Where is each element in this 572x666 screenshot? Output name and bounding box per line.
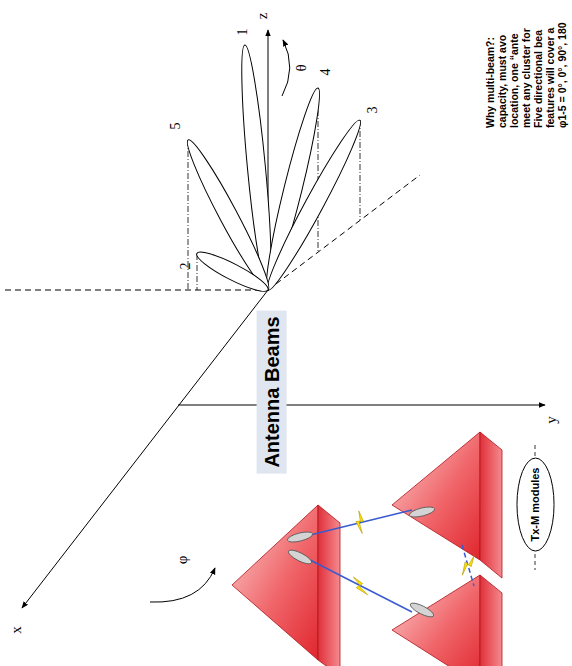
note-text: location, one “ante (508, 33, 520, 128)
axis-name: x (9, 626, 24, 634)
antenna-lobe (287, 548, 314, 567)
module-ellipse: Tx-M modules (515, 457, 554, 552)
note-text: Why multi-beam?: (484, 37, 496, 128)
radio-links (310, 510, 474, 612)
prism-front (232, 505, 318, 660)
projection-lines (197, 254, 198, 290)
beam-number: 1 (236, 29, 250, 36)
note-text: capacity, must avo (496, 35, 508, 128)
antenna-lobes (286, 505, 435, 619)
beam-lobes (180, 44, 367, 297)
axis-name: y (544, 416, 559, 424)
angle-symbol: φ (175, 556, 190, 565)
lightning-bolt (352, 511, 369, 534)
beam-number: 5 (169, 123, 183, 130)
projection-lines (360, 120, 361, 220)
axis-name: y (544, 416, 559, 424)
lightning-bolts (352, 511, 480, 597)
prism-side (480, 432, 502, 578)
antenna-lobe (286, 530, 313, 544)
prism-front (392, 575, 480, 666)
antenna-lobe (409, 601, 436, 620)
y-axis (178, 405, 545, 406)
note-text: capacity, must avo (496, 35, 508, 128)
note-text: Why multi-beam?: (484, 37, 496, 128)
lightning-bolt (353, 575, 367, 597)
x-axis (22, 290, 268, 608)
axes (5, 30, 545, 608)
beam-number: 4 (319, 69, 333, 76)
title-box: Antenna Beams (257, 310, 287, 473)
note-text: φ1-5 = 0°, 0°, 90°, 180 (556, 22, 568, 128)
prism-front (392, 432, 480, 560)
axis-name: z (255, 13, 270, 20)
note-text: φ1-5 = 0°, 0°, 90°, 180 (556, 22, 568, 128)
angle-symbol: φ (175, 556, 190, 565)
phi-arrow (150, 568, 215, 602)
note-text: features will cover a (544, 28, 556, 128)
beam-number: 5 (169, 123, 183, 130)
radio-link (310, 510, 412, 535)
beam-number: 1 (236, 29, 250, 36)
axis-name: x (9, 626, 24, 634)
beam-number: 4 (319, 69, 333, 76)
prism-side (480, 575, 502, 666)
node-text: Antenna Beams (260, 316, 284, 467)
angle-symbol: θ (294, 64, 309, 71)
beam-number: 3 (366, 107, 380, 114)
node-text: Tx-M modules (529, 468, 541, 542)
note-text: meet any cluster for (520, 28, 532, 128)
angle-symbol: θ (294, 64, 309, 71)
note-text: features will cover a (544, 28, 556, 128)
radio-link (310, 560, 412, 612)
antenna-lobe (408, 505, 435, 519)
axis-name: z (255, 13, 270, 20)
radio-link (462, 545, 474, 586)
theta-arrow (282, 40, 290, 96)
beam-lobe (260, 116, 368, 294)
note-text: Five directional bea (532, 30, 544, 128)
beam-number: 3 (366, 107, 380, 114)
beam-number: 2 (179, 263, 193, 270)
beam-lobe (193, 246, 271, 297)
note-text: Five directional bea (532, 30, 544, 128)
note-text: meet any cluster for (520, 28, 532, 128)
note-text: location, one “ante (508, 33, 520, 128)
ellipse-outline (516, 458, 553, 551)
plane-line (5, 290, 268, 291)
beam-number: 2 (179, 263, 193, 270)
lightning-bolt (457, 556, 480, 576)
